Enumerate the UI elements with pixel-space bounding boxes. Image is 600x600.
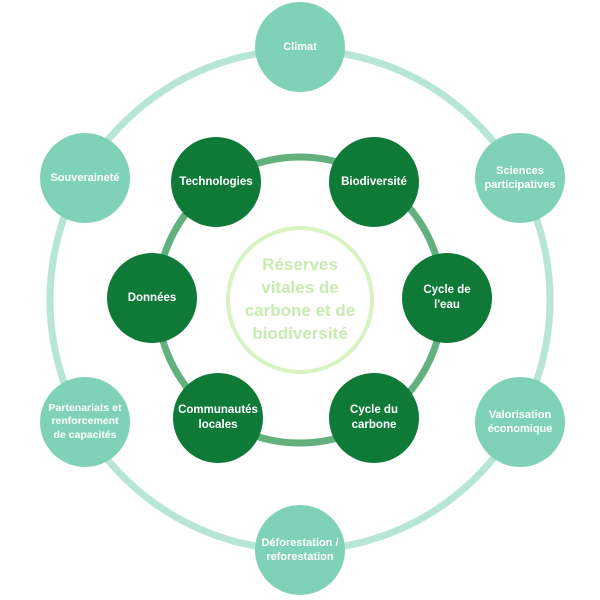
center-label: Réserves vitales de carbone et de biodiv… <box>244 255 356 343</box>
outer-node-valorisation-economique: Valorisation économique <box>475 377 565 467</box>
outer-node-label: Souveraineté <box>50 171 120 184</box>
outer-node-label: Sciences participatives <box>484 164 556 191</box>
inner-node-communautes-locales: Communautés locales <box>173 373 263 463</box>
outer-node-sciences-participatives: Sciences participatives <box>475 133 565 223</box>
outer-node-climat: Climat <box>255 2 345 92</box>
outer-node-partenariats: Partenariats et renforcement de capacité… <box>40 377 130 467</box>
inner-node-cycle-carbone: Cycle du carbone <box>329 373 419 463</box>
inner-node-cycle-eau: Cycle de l'eau <box>402 253 492 343</box>
outer-node-label: Valorisation économique <box>487 408 553 435</box>
outer-node-deforestation-reforestation: Déforestation / reforestation <box>255 505 345 595</box>
inner-node-label: Cycle du carbone <box>350 404 398 431</box>
inner-node-label: Communautés locales <box>178 404 258 431</box>
center-node: Réserves vitales de carbone et de biodiv… <box>226 226 374 374</box>
outer-node-label: Partenariats et renforcement de capacité… <box>48 401 122 441</box>
inner-node-label: Biodiversité <box>341 175 407 188</box>
outer-node-label: Déforestation / reforestation <box>261 536 339 563</box>
inner-node-label: Cycle de l'eau <box>423 284 471 311</box>
outer-node-souverainete: Souveraineté <box>40 133 130 223</box>
inner-node-label: Données <box>127 291 177 304</box>
inner-node-biodiversite: Biodiversité <box>329 137 419 227</box>
inner-node-donnees: Données <box>107 253 197 343</box>
outer-node-label: Climat <box>283 40 317 53</box>
inner-node-technologies: Technologies <box>171 137 261 227</box>
inner-node-label: Technologies <box>179 175 253 188</box>
